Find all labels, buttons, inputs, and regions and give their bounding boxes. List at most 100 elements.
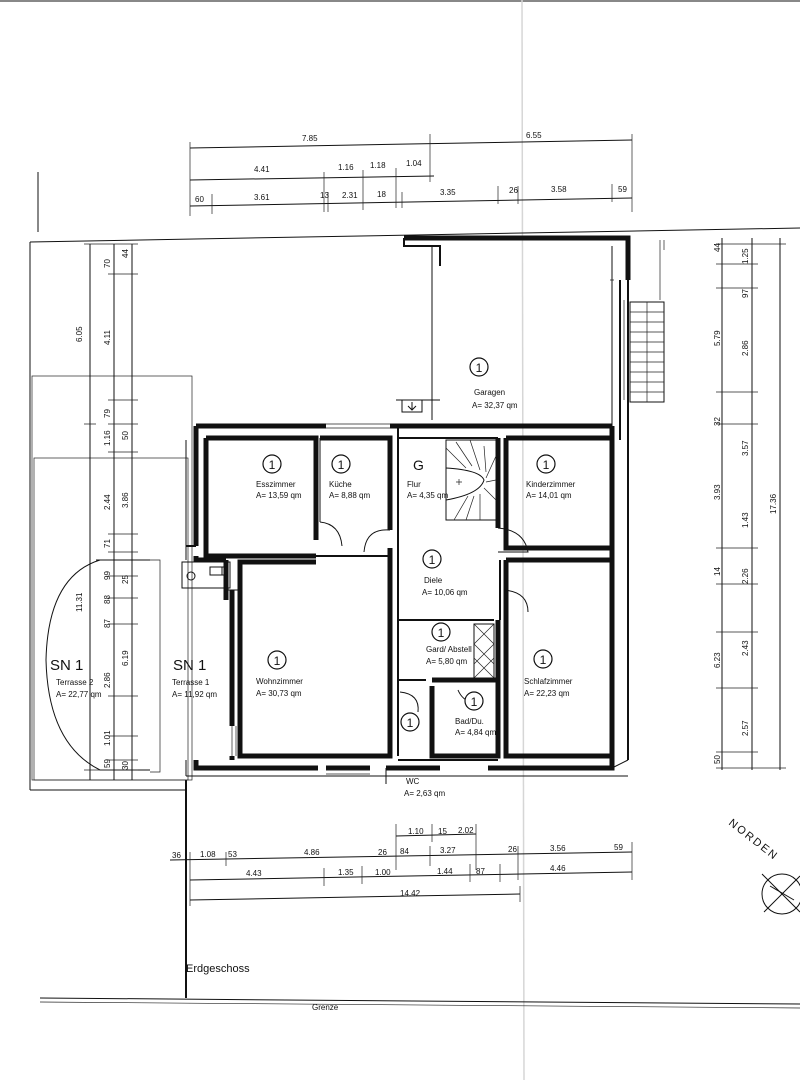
room-area-bad: A= 4,84 qm: [455, 728, 496, 737]
room-garderobe: 1 Gard/ Abstell A= 5,80 qm: [426, 622, 472, 666]
dim-right-mid-9: 2.57: [741, 720, 750, 736]
room-marker-garderobe: [431, 622, 451, 642]
room-terrasse2: SN 1 Terrasse 2 A= 22,77 qm: [50, 657, 102, 699]
room-name-terrasse2: Terrasse 2: [56, 678, 94, 687]
exterior-stairs: [629, 240, 665, 403]
room-number-esszimmer: 1: [269, 458, 276, 472]
dim-right-inner-5: 6.23: [713, 652, 722, 668]
dim-chain-left: 6.05 11.31 70 4.11 79 1.16 2.44 71 99 88…: [75, 243, 138, 780]
room-marker-kinderzimmer: [536, 454, 556, 474]
dim-top3-d: 2.31: [342, 191, 358, 200]
room-terrasse1: SN 1 Terrasse 1 A= 11,92 qm: [172, 657, 217, 699]
dim-left-inner-4: 25: [121, 575, 130, 584]
dim-bottom3-e: 87: [476, 867, 485, 876]
dim-bottom2-b: 1.08: [200, 850, 216, 859]
staircase: [445, 439, 497, 521]
dim-right-mid-5: 3.57: [741, 440, 750, 456]
dim-bottom4-total: 14.42: [400, 889, 421, 898]
dim-chain-bottom: 1.10 15 2.02 36 1.08 53 4.86 26 84 3.27 …: [169, 824, 633, 906]
dim-left-outer-b: 11.31: [75, 592, 84, 612]
property-line-top: [29, 227, 800, 243]
room-name-terrasse1: Terrasse 1: [172, 678, 210, 687]
dim-bottom2-d: 4.86: [304, 848, 320, 857]
dim-left-mid-4: 1.16: [103, 430, 112, 446]
dim-chain-right: 44 32 3.93 14 6.23 50 1.25 97 5.79 2.86 …: [713, 238, 786, 770]
dim-bottom2-a: 36: [172, 851, 181, 860]
dim-bottom3-b: 1.35: [338, 868, 354, 877]
dim-left-mid-13: 59: [103, 759, 112, 768]
room-name-bad: Bad/Du.: [455, 717, 484, 726]
room-area-garagen: A= 32,37 qm: [472, 401, 518, 410]
dim-right-outer: 17.36: [769, 493, 778, 514]
grenze-line: [39, 997, 800, 1005]
garage-walls: [396, 235, 631, 440]
room-area-kinderzimmer: A= 14,01 qm: [526, 491, 572, 500]
dim-right-mid-8: 2.43: [741, 640, 750, 656]
room-name-esszimmer: Esszimmer: [256, 480, 296, 489]
room-marker-wc: [400, 712, 420, 732]
dim-right-mid-6: 1.43: [741, 512, 750, 528]
room-schlafzimmer: 1 Schlafzimmer A= 22,23 qm: [524, 649, 573, 698]
dim-left-mid-1: 70: [103, 259, 112, 268]
dim-top3-g: 26: [509, 186, 518, 195]
north-circle: [761, 873, 800, 915]
terrace-inner-outline: [33, 457, 189, 781]
dim-right-inner-6: 50: [713, 755, 722, 764]
dim-left-mid-6: 71: [103, 539, 112, 548]
dim-left-outer-a: 6.05: [75, 326, 84, 342]
room-name-garderobe: Gard/ Abstell: [426, 645, 472, 654]
dim-bottom3-f: 4.46: [550, 864, 566, 873]
room-bad: 1 Bad/Du. A= 4,84 qm: [455, 691, 496, 737]
room-marker-garagen: [469, 357, 489, 377]
room-marker-kueche: [331, 454, 351, 474]
dim-bottom2-g: 3.27: [440, 846, 456, 855]
dim-left-mid-2: 4.11: [103, 329, 112, 345]
dim-left-inner-2: 50: [121, 431, 130, 440]
room-name-garagen: Garagen: [474, 388, 505, 397]
dim-top-total-right: 6.55: [526, 131, 542, 140]
dim-left-mid-5: 2.44: [103, 494, 112, 510]
dim-top2-d: 1.04: [406, 159, 422, 168]
dim-bottom3-a: 4.43: [246, 869, 262, 878]
dim-right-mid-3: 5.79: [713, 330, 722, 346]
room-number-kinderzimmer: 1: [543, 458, 550, 472]
dim-top3-i: 59: [618, 185, 627, 194]
dim-top3-b: 3.61: [254, 193, 270, 202]
dim-bottom2-e: 26: [378, 848, 387, 857]
dim-bottom2-f: 84: [400, 847, 409, 856]
room-area-kueche: A= 8,88 qm: [329, 491, 370, 500]
room-number-bad: 1: [471, 695, 478, 709]
dim-bottom3-d: 1.44: [437, 867, 453, 876]
dim-left-inner-5: 30: [121, 761, 130, 770]
dim-right-mid-2: 97: [741, 289, 750, 298]
dim-left-mid-9: 87: [103, 619, 112, 628]
room-garagen: 1 Garagen A= 32,37 qm: [469, 357, 518, 410]
dim-left-mid-12: 1.01: [103, 730, 112, 746]
dim-top2-b: 1.16: [338, 163, 354, 172]
north-label: NORDEN: [726, 817, 780, 863]
dim-bottom3-c: 1.00: [375, 868, 391, 877]
room-diele: 1 Diele A= 10,06 qm: [422, 549, 468, 597]
dim-left-mid-10: 6.19: [121, 650, 130, 666]
dim-right-mid-7: 2.26: [741, 568, 750, 584]
dim-bottom2-j: 59: [614, 843, 623, 852]
dim-left-inner-3: 3.86: [121, 492, 130, 508]
room-esszimmer: 1 Esszimmer A= 13,59 qm: [256, 454, 302, 500]
dim-top3-e: 18: [377, 190, 386, 199]
room-number-kueche: 1: [338, 458, 345, 472]
dim-bottom1-c: 2.02: [458, 826, 474, 835]
room-number-diele: 1: [429, 553, 436, 567]
dim-top3-c: 13: [320, 191, 329, 200]
room-area-wohnzimmer: A= 30,73 qm: [256, 689, 302, 698]
room-wohnzimmer: 1 Wohnzimmer A= 30,73 qm: [256, 650, 303, 698]
dim-chain-top: 7.85 6.55 4.41 1.16 1.18 1.04 60 3.61 13…: [189, 131, 633, 216]
room-name-kueche: Küche: [329, 480, 352, 489]
dim-left-mid-11: 2.86: [103, 672, 112, 688]
room-name-kinderzimmer: Kinderzimmer: [526, 480, 576, 489]
dim-top3-f: 3.35: [440, 188, 456, 197]
room-number-wc: 1: [407, 716, 414, 730]
dim-bottom1-b: 15: [438, 827, 447, 836]
dim-bottom2-h: 26: [508, 845, 517, 854]
room-number-flur: G: [413, 457, 424, 473]
room-name-wc: WC: [406, 777, 420, 786]
